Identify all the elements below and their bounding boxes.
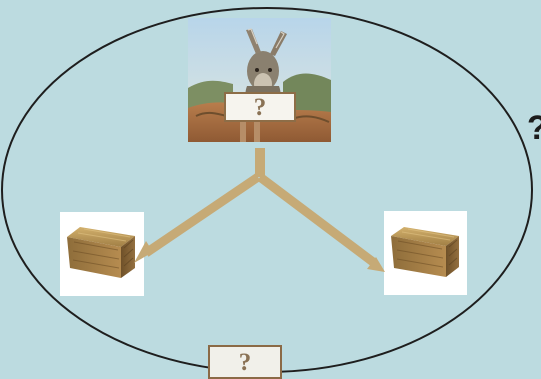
left-arrow-head xyxy=(134,241,153,263)
donkey-photo-icon xyxy=(188,18,331,142)
hay-bale-right-icon xyxy=(391,227,459,277)
donkey-question-sign: ? xyxy=(224,92,296,122)
right-arrow-head xyxy=(367,257,385,272)
side-question-mark: ? xyxy=(527,111,541,145)
choice-arrows xyxy=(134,148,385,272)
bottom-question-sign: ? xyxy=(208,345,282,379)
right-arrow-shaft xyxy=(257,173,376,266)
left-arrow-shaft xyxy=(143,173,261,257)
hay-bale-left-icon xyxy=(67,227,135,278)
